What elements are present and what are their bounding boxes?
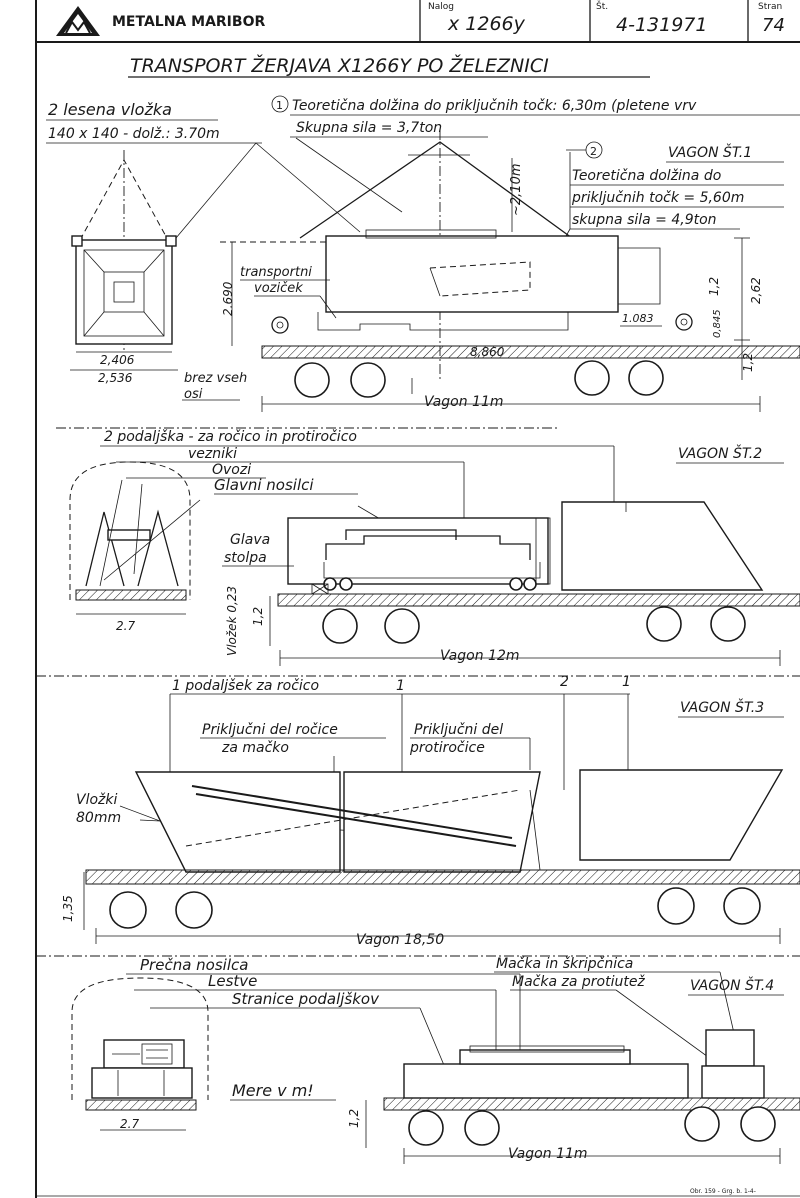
wagon4-length: Vagon 11m: [508, 1146, 588, 1162]
company-name: METALNA MARIBOR: [112, 14, 265, 30]
wagon3-note-conn-1a: Priključni del ročice: [202, 722, 338, 738]
wagon1-label-cart-2: voziček: [254, 281, 303, 296]
wagon1-note2-line1: Teoretična dolžina do: [572, 168, 721, 184]
wagon1-dim-2536: 2,536: [98, 371, 133, 385]
svg-text:1: 1: [276, 99, 283, 112]
wagon3-note-inserts-1: Vložki: [76, 792, 117, 808]
wagon4-end-view: 2.7: [71, 977, 209, 1131]
company-logo-icon: [56, 6, 100, 36]
wagon2-dim-27: 2.7: [116, 619, 135, 633]
wagon2-dim-12: 1,2: [251, 607, 265, 626]
order-label: Nalog: [428, 2, 454, 12]
wagon4-dim-27: 2.7: [120, 1117, 139, 1131]
wagon3-dim-135: 1,35: [61, 895, 75, 922]
wagon3-note-top: 1 podaljšek za ročico: [172, 678, 319, 694]
wagon1-dim-8860: 8,860: [470, 345, 505, 359]
note1-marker: [271, 95, 289, 113]
page-value: 74: [762, 15, 785, 36]
wagon1-end-view: 2,406 2,536 brez vseh osi: [70, 150, 247, 402]
wagon1-note1-line2: Skupna sila = 3,7ton: [296, 120, 442, 136]
wagon2-label-head-2: stolpa: [224, 550, 267, 566]
wagon3-note-conn-2b: protiročice: [409, 740, 485, 756]
wagon1-note-axle-2: osi: [184, 387, 203, 402]
wagon-4-section: Prečna nosilca Lestve Stranice podaljško…: [36, 955, 800, 1164]
wagon4-note5: Mačka za protiutež: [512, 974, 645, 990]
order-value: x 1266y: [447, 13, 526, 35]
wagon-3-section: 1 podaljšek za ročico 1 2 1 VAGON ŠT.3 P…: [36, 674, 800, 948]
wagon1-note-inserts: 2 lesena vložka: [48, 100, 172, 119]
wagon2-note3: Ovozi: [212, 462, 251, 478]
wagon1-dim-sling-height: ~2,10m: [509, 163, 524, 216]
wagon1-dim-1083: 1.083: [622, 312, 654, 325]
wagon4-note1: Prečna nosilca: [140, 956, 248, 974]
wagon3-label: VAGON ŠT.3: [680, 698, 764, 716]
wagon1-side-view: ~2,10m 6m 2.690 transportni voziček 1.08…: [220, 130, 800, 412]
wagon1-note1-line1: Teoretična dolžina do priključnih točk: …: [292, 98, 697, 114]
wagon1-note2-line3: skupna sila = 4,9ton: [572, 212, 717, 228]
page-label: Stran: [758, 2, 782, 12]
wagon2-dim-insert: Vložek 0,23: [225, 586, 239, 656]
wagon3-note-conn-2a: Priključni del: [414, 722, 503, 738]
wagon1-note-axle-1: brez vseh: [184, 371, 247, 386]
wagon2-side-view: Glava stolpa Vložek 0,23 1,2 Vagon 12m: [222, 501, 800, 666]
wagon2-label: VAGON ŠT.2: [678, 444, 762, 462]
number-label: Št.: [596, 0, 608, 12]
wagon2-note2: vezniki: [188, 446, 237, 462]
svg-text:2: 2: [590, 145, 597, 158]
wagon3-note-inserts-2: 80mm: [76, 810, 121, 826]
wagon2-note1: 2 podaljška - za ročico in protiročico: [104, 429, 357, 445]
wagon4-note-units: Mere v m!: [232, 1081, 314, 1100]
number-value: 4-131971: [616, 14, 707, 36]
wagon2-note4: Glavni nosilci: [214, 476, 314, 494]
title-block-header: METALNA MARIBOR Nalog x 1266y Št. 4-1319…: [56, 0, 785, 42]
wagon-1-section: 2 lesena vložka 140 x 140 - dolž.: 3.70m…: [46, 95, 800, 412]
wagon4-note2: Lestve: [208, 972, 257, 990]
wagon4-label: VAGON ŠT.4: [690, 976, 774, 994]
wagon1-dim-left-height: 2.690: [221, 281, 235, 316]
wagon1-dim-262: 2,62: [749, 277, 763, 304]
wagon4-note3: Stranice podaljškov: [232, 990, 380, 1008]
wagon1-dim-12a: 1,2: [707, 277, 721, 296]
wagon1-note-inserts-size: 140 x 140 - dolž.: 3.70m: [48, 126, 220, 142]
wagon1-label-cart-1: transportni: [240, 265, 312, 280]
wagon1-dim-2406: 2,406: [100, 353, 135, 367]
wagon3-length: Vagon 18,50: [356, 932, 444, 948]
wagon1-note2-line2: priključnih točk = 5,60m: [571, 190, 744, 206]
wagon2-length: Vagon 12m: [440, 648, 520, 664]
wagon-2-section: 2 podaljška - za ročico in protiročico v…: [56, 427, 800, 666]
wagon2-label-head-1: Glava: [230, 532, 270, 548]
wagon1-label: VAGON ŠT.1: [668, 143, 752, 161]
wagon4-dim-12: 1,2: [347, 1109, 361, 1128]
wagon1-dim-0845: 0,845: [712, 309, 723, 338]
drawing-title: TRANSPORT ŽERJAVA X1266Y PO ŽELEZNICI: [130, 54, 549, 77]
wagon3-side-view: 1,35 Vagon 18,50: [61, 769, 800, 948]
wagon2-end-view: 2.7: [69, 461, 201, 633]
wagon1-length: Vagon 11m: [424, 394, 504, 410]
footer-form-ref: Obr. 159 - Grg. b. 1-4-: [690, 1188, 756, 1195]
wagon3-mark-c: 1: [622, 674, 631, 690]
wagon4-note4: Mačka in škripčnica: [496, 956, 633, 972]
wagon3-mark-b: 2: [560, 674, 569, 690]
wagon3-note-conn-1b: za mačko: [221, 740, 289, 756]
wagon4-side-view: 1,2 Vagon 11m: [347, 1029, 800, 1164]
wagon3-mark-a: 1: [396, 678, 405, 694]
